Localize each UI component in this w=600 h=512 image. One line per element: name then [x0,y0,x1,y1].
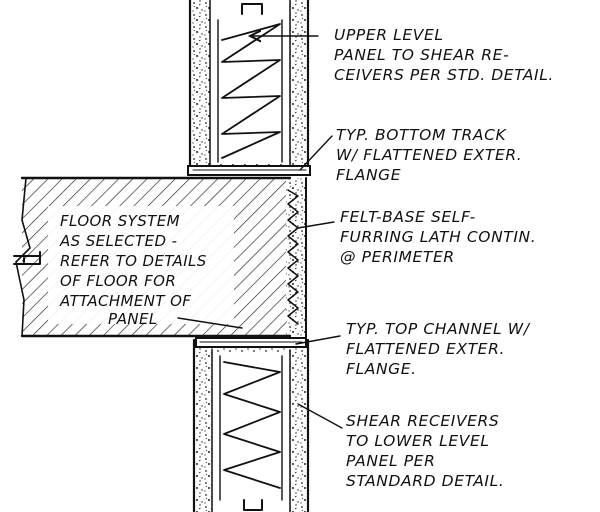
callout-bottom-track: TYP. BOTTOM TRACK W/ FLATTENED EXTER. FL… [336,126,522,184]
floor-note-line5: ATTACHMENT OF [59,292,191,310]
callout-shear-receivers-line3: PANEL PER [346,452,435,470]
bottom-track [187,165,311,176]
callout-shear-receivers: SHEAR RECEIVERS TO LOWER LEVEL PANEL PER… [346,412,504,490]
floor-note-line1: FLOOR SYSTEM [60,212,180,230]
callout-felt-base: FELT-BASE SELF- FURRING LATH CONTIN. @ P… [340,208,536,266]
floor-note-line2: AS SELECTED - [59,232,177,250]
upper-wall-panel [188,0,310,176]
top-channel [195,337,307,348]
callout-bottom-track-line2: W/ FLATTENED EXTER. [336,146,522,164]
callout-top-channel-line3: FLANGE. [346,360,417,378]
callout-shear-receivers-line1: SHEAR RECEIVERS [346,412,499,430]
callout-upper-panel: UPPER LEVEL PANEL TO SHEAR RE- CEIVERS P… [334,26,554,84]
leader-lines [177,36,343,429]
floor-note-line3: REFER TO DETAILS [60,252,207,270]
floor-note-line4: OF FLOOR FOR [60,272,176,290]
callout-bottom-track-line1: TYP. BOTTOM TRACK [336,126,508,144]
callout-upper-panel-line1: UPPER LEVEL [334,26,444,44]
floor-slab [13,176,292,338]
callout-top-channel-line1: TYP. TOP CHANNEL W/ [346,320,531,338]
floor-note-line6: PANEL [108,310,158,328]
callout-bottom-track-line3: FLANGE [336,166,401,184]
callout-felt-base-line1: FELT-BASE SELF- [340,208,476,226]
callout-shear-receivers-line2: TO LOWER LEVEL [346,432,490,450]
floor-system-note: FLOOR SYSTEM AS SELECTED - REFER TO DETA… [59,212,207,328]
callout-upper-panel-line3: CEIVERS PER STD. DETAIL. [334,66,554,84]
lower-wall-panel [192,338,310,512]
callout-upper-panel-line2: PANEL TO SHEAR RE- [334,46,509,64]
furring-lath [286,177,307,339]
callout-top-channel: TYP. TOP CHANNEL W/ FLATTENED EXTER. FLA… [346,320,531,378]
callout-felt-base-line2: FURRING LATH CONTIN. [340,228,536,246]
callout-top-channel-line2: FLATTENED EXTER. [346,340,505,358]
callout-felt-base-line3: @ PERIMETER [340,248,455,266]
callout-shear-receivers-line4: STANDARD DETAIL. [346,472,504,490]
